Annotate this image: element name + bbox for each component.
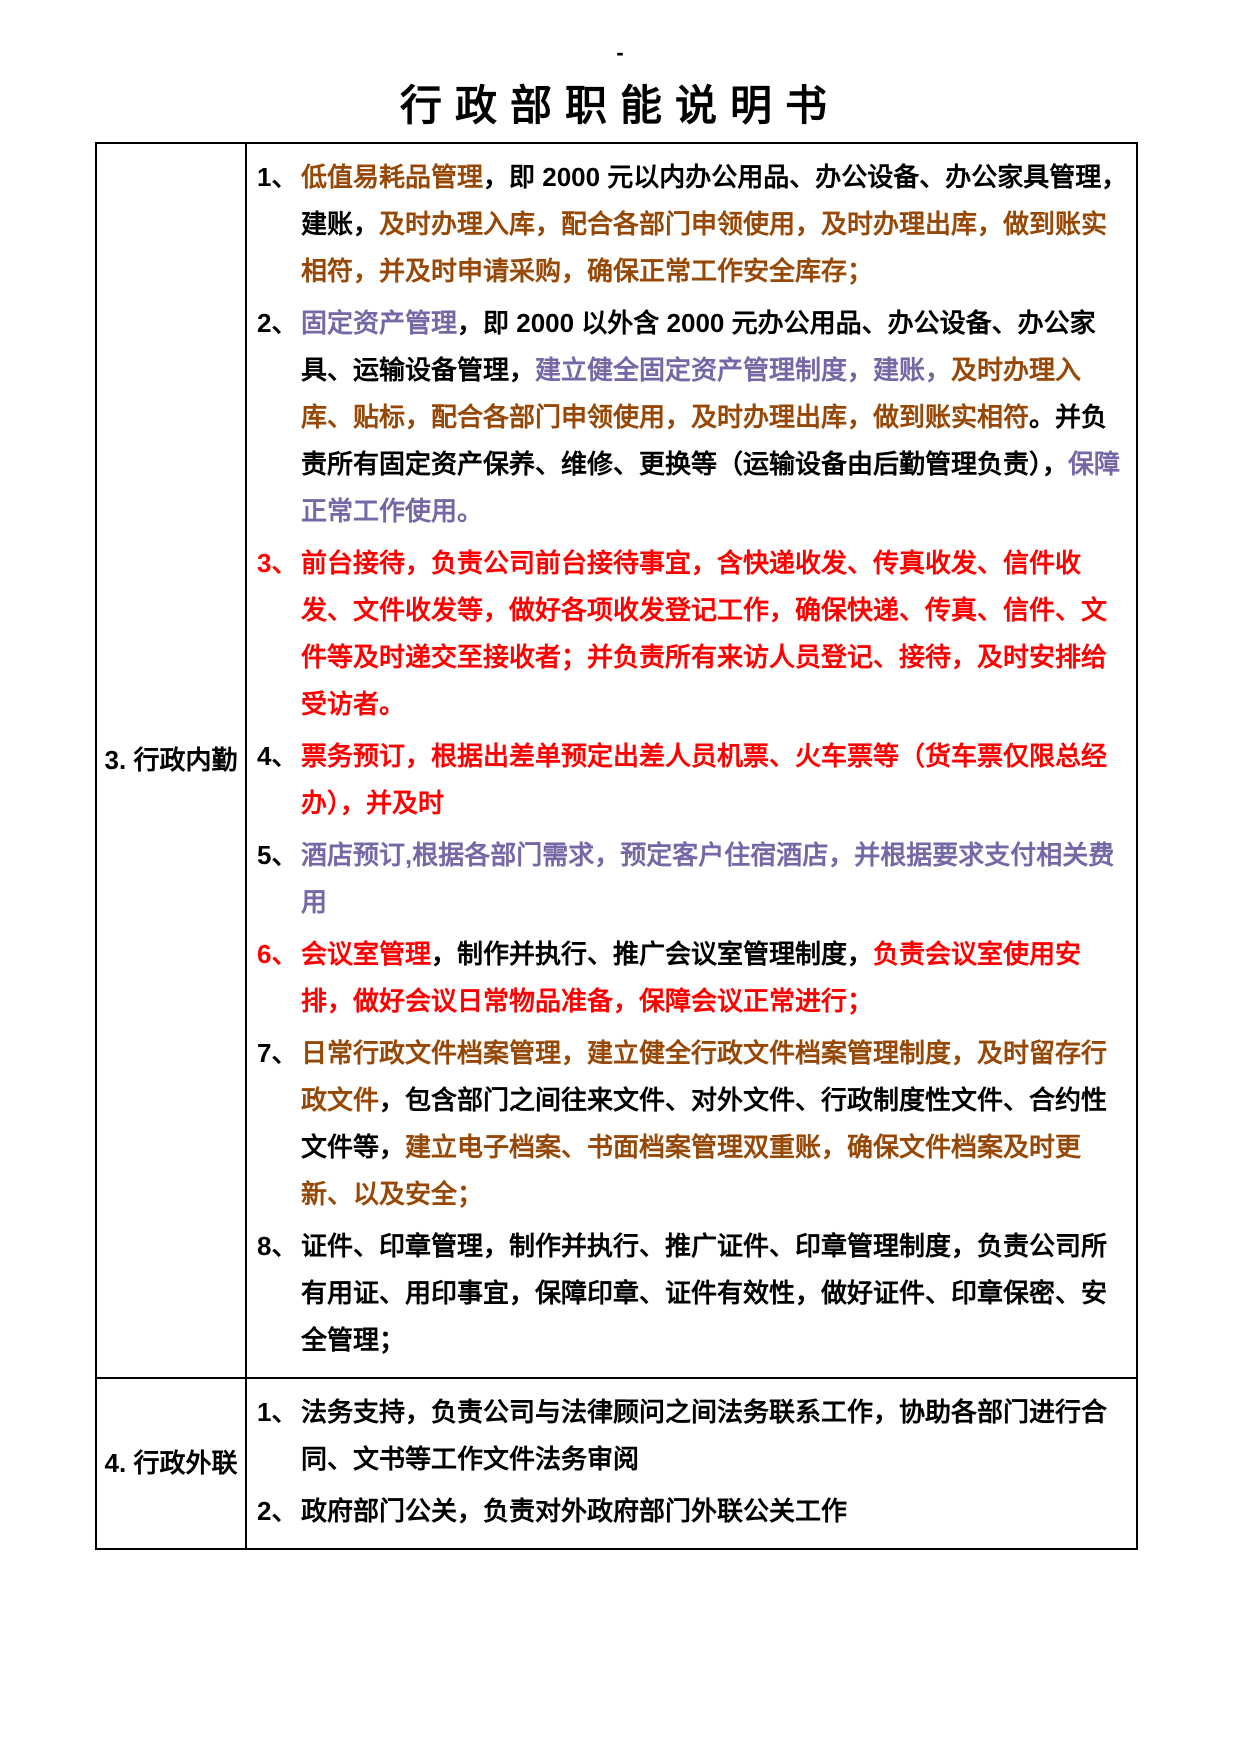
duty-item-text: 固定资产管理，即 2000 以外含 2000 元办公用品、办公设备、办公家具、运…	[301, 300, 1130, 535]
duty-item: 2、固定资产管理，即 2000 以外含 2000 元办公用品、办公设备、办公家具…	[257, 300, 1130, 535]
duty-item: 7、日常行政文件档案管理，建立健全行政文件档案管理制度，及时留存行政文件，包含部…	[257, 1030, 1130, 1218]
duty-item-number: 8、	[257, 1231, 298, 1261]
duty-item-number: 3、	[257, 548, 298, 578]
duty-item: 1、低值易耗品管理，即 2000 元以内办公用品、办公设备、办公家具管理，建账，…	[257, 154, 1130, 295]
text-run: 日常行政文件档案管理，建立健全行政文件档案管理制度，及时留存行政文件	[301, 1038, 1108, 1115]
text-run: 会议室管理	[301, 939, 432, 969]
text-run: ，包含部门之间往来文件、对外文件、行政制度性文件、合约性文件等，	[301, 1085, 1108, 1162]
duty-item-number: 1、	[257, 162, 298, 192]
text-run: 保障正常工作使用。	[301, 449, 1121, 526]
text-run: 法务支持，负责公司与法律顾问之间法务联系工作，协助各部门进行合同、文书等工作文件…	[301, 1397, 1108, 1474]
text-run: 。并负责所有固定资产保养、维修、更换等（运输设备由后勤管理负责），	[301, 402, 1108, 479]
text-run: 证件、印章管理，制作并执行、推广证件、印章管理制度，负责公司所有用证、用印事宜，…	[301, 1231, 1108, 1355]
page-title: 行政部职能说明书	[399, 82, 840, 129]
duty-item-text: 证件、印章管理，制作并执行、推广证件、印章管理制度，负责公司所有用证、用印事宜，…	[301, 1223, 1130, 1364]
text-run: 建立健全固定资产管理制度，建账，	[535, 355, 952, 385]
text-run: ，制作并执行、推广会议室管理制度，	[431, 939, 874, 969]
text-run: 建立电子档案、书面档案管理双重账，确保文件档案及时更新、以及安全；	[301, 1132, 1082, 1209]
duty-item-number: 6、	[257, 939, 298, 969]
duty-item: 6、会议室管理，制作并执行、推广会议室管理制度，负责会议室使用安排，做好会议日常…	[257, 931, 1130, 1025]
text-run: 固定资产管理	[301, 308, 458, 338]
duty-item-text: 票务预订，根据出差单预定出差人员机票、火车票等（货车票仅限总经办），并及时	[301, 733, 1130, 827]
duty-item-number: 2、	[257, 308, 298, 338]
section-label: 4. 行政外联	[95, 1377, 247, 1550]
duty-item: 3、前台接待，负责公司前台接待事宜，含快递收发、传真收发、信件收发、文件收发等，…	[257, 540, 1130, 728]
text-run: ，即 2000 元以内办公用品、办公设备、办公家具管理，建账，	[301, 162, 1128, 239]
duty-item: 4、票务预订，根据出差单预定出差人员机票、火车票等（货车票仅限总经办），并及时	[257, 733, 1130, 827]
duty-item-text: 日常行政文件档案管理，建立健全行政文件档案管理制度，及时留存行政文件，包含部门之…	[301, 1030, 1130, 1218]
duty-item-number: 4、	[257, 741, 298, 771]
duty-item-text: 会议室管理，制作并执行、推广会议室管理制度，负责会议室使用安排，做好会议日常物品…	[301, 931, 1130, 1025]
duty-item-text: 政府部门公关，负责对外政府部门外联公关工作	[301, 1488, 1130, 1535]
duty-item-text: 低值易耗品管理，即 2000 元以内办公用品、办公设备、办公家具管理，建账，及时…	[301, 154, 1130, 295]
duty-item-text: 酒店预订,根据各部门需求，预定客户住宿酒店，并根据要求支付相关费用	[301, 832, 1130, 926]
duty-item-number: 2、	[257, 1496, 298, 1526]
section-content: 1、法务支持，负责公司与法律顾问之间法务联系工作，协助各部门进行合同、文书等工作…	[245, 1377, 1138, 1550]
text-run: ，即 2000 以外含 2000 元办公用品、办公设备、办公家具、运输设备管理，	[301, 308, 1096, 385]
section-content: 1、低值易耗品管理，即 2000 元以内办公用品、办公设备、办公家具管理，建账，…	[245, 142, 1138, 1379]
duty-item-number: 7、	[257, 1038, 298, 1068]
page-header-dash: -	[616, 40, 624, 65]
duty-item: 1、法务支持，负责公司与法律顾问之间法务联系工作，协助各部门进行合同、文书等工作…	[257, 1389, 1130, 1483]
duty-item-text: 前台接待，负责公司前台接待事宜，含快递收发、传真收发、信件收发、文件收发等，做好…	[301, 540, 1130, 728]
text-run: 酒店预订,根据各部门需求，预定客户住宿酒店，并根据要求支付相关费用	[301, 840, 1115, 917]
duty-item-number: 1、	[257, 1397, 298, 1427]
duty-item: 5、酒店预订,根据各部门需求，预定客户住宿酒店，并根据要求支付相关费用	[257, 832, 1130, 926]
section-label: 3. 行政内勤	[95, 142, 247, 1379]
text-run: 及时办理入库，配合各部门申领使用，及时办理出库，做到账实相符，并及时申请采购，确…	[301, 209, 1108, 286]
text-run: 票务预订，根据出差单预定出差人员机票、火车票等（货车票仅限总经办），并及时	[301, 741, 1108, 818]
duty-item-number: 5、	[257, 840, 298, 870]
duty-item: 8、证件、印章管理，制作并执行、推广证件、印章管理制度，负责公司所有用证、用印事…	[257, 1223, 1130, 1364]
text-run: 负责会议室使用安排，做好会议日常物品准备，保障会议正常进行；	[301, 939, 1082, 1016]
text-run: 政府部门公关，负责对外政府部门外联公关工作	[301, 1496, 848, 1526]
text-run: 及时办理入库、贴标，配合各部门申领使用，及时办理出库，做到账实相符	[301, 355, 1082, 432]
duty-item: 2、政府部门公关，负责对外政府部门外联公关工作	[257, 1488, 1130, 1535]
duty-item-text: 法务支持，负责公司与法律顾问之间法务联系工作，协助各部门进行合同、文书等工作文件…	[301, 1389, 1130, 1483]
text-run: 低值易耗品管理	[301, 162, 484, 192]
text-run: 前台接待，负责公司前台接待事宜，含快递收发、传真收发、信件收发、文件收发等，做好…	[301, 548, 1108, 719]
